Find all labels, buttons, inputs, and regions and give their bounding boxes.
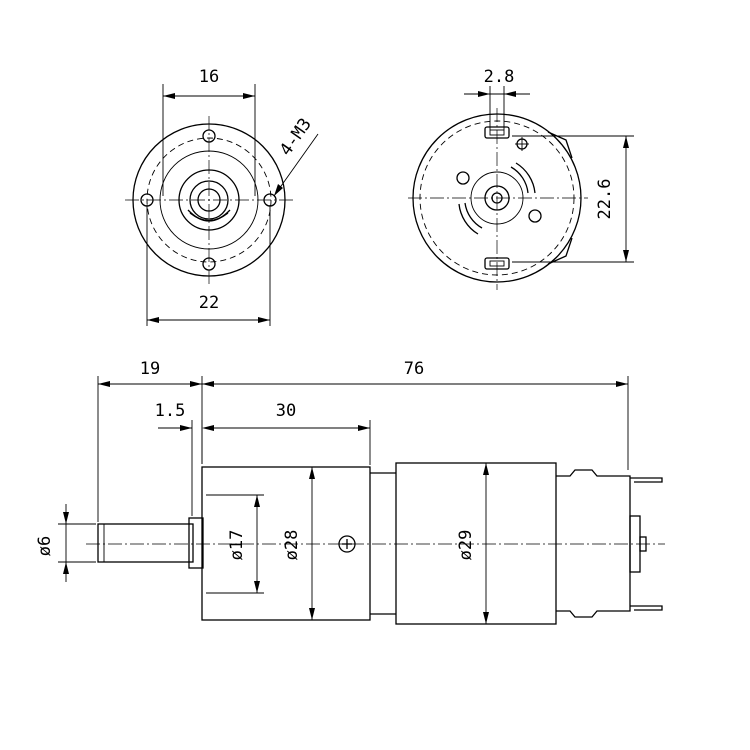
arrowhead-icon xyxy=(483,612,489,624)
arrowhead-icon xyxy=(358,425,370,431)
arrowhead-icon xyxy=(163,93,175,99)
dimension-label: 22.6 xyxy=(595,179,615,220)
output-shaft xyxy=(97,523,194,563)
arrowhead-icon xyxy=(202,425,214,431)
arrowhead-icon xyxy=(478,91,490,97)
arrowhead-icon xyxy=(258,317,270,323)
thread-callout: 4-M3 xyxy=(273,115,319,197)
arrowhead-icon xyxy=(616,381,628,387)
arrowhead-icon xyxy=(309,608,315,620)
dimension-overall-length: 76 xyxy=(202,359,629,470)
dimension-terminal-width: 2.8 xyxy=(464,67,530,130)
motor-body xyxy=(395,462,557,625)
dimension-boss-height: 1.5 xyxy=(155,401,214,516)
dimension-label: 2.8 xyxy=(484,67,515,87)
arrowhead-icon xyxy=(623,136,629,148)
arrowhead-icon xyxy=(202,381,214,387)
arrowhead-icon xyxy=(504,91,516,97)
dimension-front-face-diameter: 22 xyxy=(146,205,271,326)
arrowhead-icon xyxy=(190,381,202,387)
dimension-motor-diameter: ø29 xyxy=(456,463,489,624)
arrowhead-icon xyxy=(483,463,489,475)
end-cap xyxy=(556,469,631,618)
arrowhead-icon xyxy=(309,467,315,479)
dimension-label: 76 xyxy=(404,359,424,379)
arrowhead-icon xyxy=(98,381,110,387)
dimension-label: 19 xyxy=(140,359,160,379)
arrowhead-icon xyxy=(254,581,260,593)
dimension-shaft-diameter: ø6 xyxy=(35,504,96,582)
arrowhead-icon xyxy=(180,425,192,431)
dimension-label: 1.5 xyxy=(155,401,186,421)
dimension-gearbox-length: 30 xyxy=(214,401,371,465)
arrowhead-icon xyxy=(63,512,69,524)
arrowhead-icon xyxy=(254,495,260,507)
dimension-label: 4-M3 xyxy=(276,115,316,160)
dimension-shaft-length: 19 xyxy=(97,359,203,522)
dimension-label: 16 xyxy=(199,67,219,87)
dimension-label: ø28 xyxy=(282,530,302,561)
dimension-terminal-spacing: 22.6 xyxy=(512,135,634,263)
dimension-gearbox-diameter: ø28 xyxy=(282,467,315,620)
dimension-boss-diameter: ø17 xyxy=(206,494,264,594)
dimension-label: ø17 xyxy=(227,530,247,561)
arrowhead-icon xyxy=(63,562,69,574)
dimension-label: ø6 xyxy=(35,536,55,556)
arrowhead-icon xyxy=(623,250,629,262)
motor-side-view xyxy=(86,462,665,625)
gearbox-boss xyxy=(188,517,204,569)
dimension-label: 22 xyxy=(199,293,219,313)
dimension-label: ø29 xyxy=(456,530,476,561)
gearbox-body xyxy=(201,466,371,621)
arrowhead-icon xyxy=(274,184,283,196)
motor-rear-view xyxy=(408,108,588,290)
arrowhead-icon xyxy=(243,93,255,99)
arrowhead-icon xyxy=(147,317,159,323)
dimension-bolt-spacing: 16 xyxy=(162,67,256,196)
dimension-label: 30 xyxy=(276,401,296,421)
gearbox-front-view xyxy=(125,116,293,284)
